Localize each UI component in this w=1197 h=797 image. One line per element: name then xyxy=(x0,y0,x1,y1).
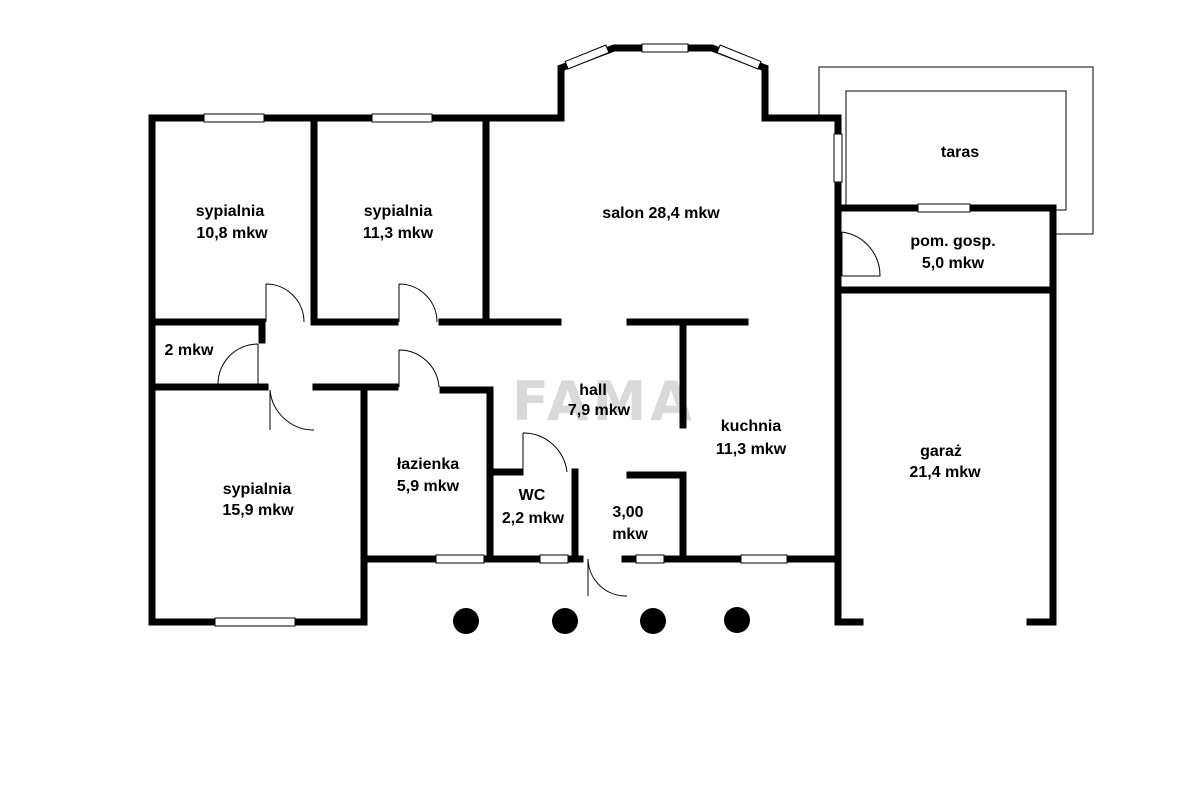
window xyxy=(371,113,433,123)
kitchen-area: 11,3 mkw xyxy=(716,441,787,458)
porch-columns xyxy=(453,607,750,634)
window xyxy=(716,44,762,70)
bedroom-bottom-area: 15,9 mkw xyxy=(222,502,294,519)
window xyxy=(917,203,971,213)
wc-name: WC xyxy=(519,487,546,504)
terrace-outline xyxy=(818,66,1094,235)
kitchen-name: kuchnia xyxy=(721,418,782,435)
windows xyxy=(203,43,971,627)
doors xyxy=(217,231,881,597)
hall-name: hall xyxy=(579,382,607,399)
door-bedroom-top-left xyxy=(265,283,305,323)
room-labels: sypialnia 10,8 mkw sypialnia 11,3 mkw sa… xyxy=(165,144,996,543)
utility-room-area: 5,0 mkw xyxy=(922,255,985,272)
hall-area: 7,9 mkw xyxy=(568,402,631,419)
window xyxy=(564,44,610,70)
bedroom-top-mid-area: 11,3 mkw xyxy=(363,225,434,242)
window xyxy=(539,554,569,564)
garage-area: 21,4 mkw xyxy=(909,464,981,481)
door-bedroom-bottom xyxy=(269,389,315,431)
window xyxy=(635,554,665,564)
window xyxy=(740,554,788,564)
bedroom-top-left-name: sypialnia xyxy=(196,203,265,220)
walls xyxy=(148,44,1057,626)
column xyxy=(640,608,666,634)
terrace-label: taras xyxy=(941,144,979,161)
door-bathroom xyxy=(398,349,440,388)
door-utility xyxy=(841,231,881,277)
bathroom-area: 5,9 mkw xyxy=(397,478,460,495)
living-room-label: salon 28,4 mkw xyxy=(602,205,720,222)
door-bedroom-top-mid xyxy=(398,283,438,323)
door-entrance xyxy=(587,558,628,597)
door-closet xyxy=(217,343,259,385)
closet-label: 2 mkw xyxy=(165,342,214,359)
utility-room-name: pom. gosp. xyxy=(910,233,995,250)
door-wc xyxy=(522,432,568,473)
window xyxy=(435,554,485,564)
column xyxy=(552,608,578,634)
garage-name: garaż xyxy=(920,443,962,460)
window xyxy=(214,617,296,627)
window xyxy=(203,113,265,123)
column xyxy=(724,607,750,633)
bedroom-bottom-name: sypialnia xyxy=(223,481,292,498)
column xyxy=(453,608,479,634)
window xyxy=(641,43,689,53)
bedroom-top-left-area: 10,8 mkw xyxy=(196,225,268,242)
wc-area: 2,2 mkw xyxy=(502,510,565,527)
window xyxy=(833,133,843,183)
small-room-area: mkw xyxy=(612,526,648,543)
bedroom-top-mid-name: sypialnia xyxy=(364,203,433,220)
watermark: FAMA xyxy=(512,370,696,433)
small-room-name: 3,00 xyxy=(612,504,643,521)
bathroom-name: łazienka xyxy=(397,456,459,473)
